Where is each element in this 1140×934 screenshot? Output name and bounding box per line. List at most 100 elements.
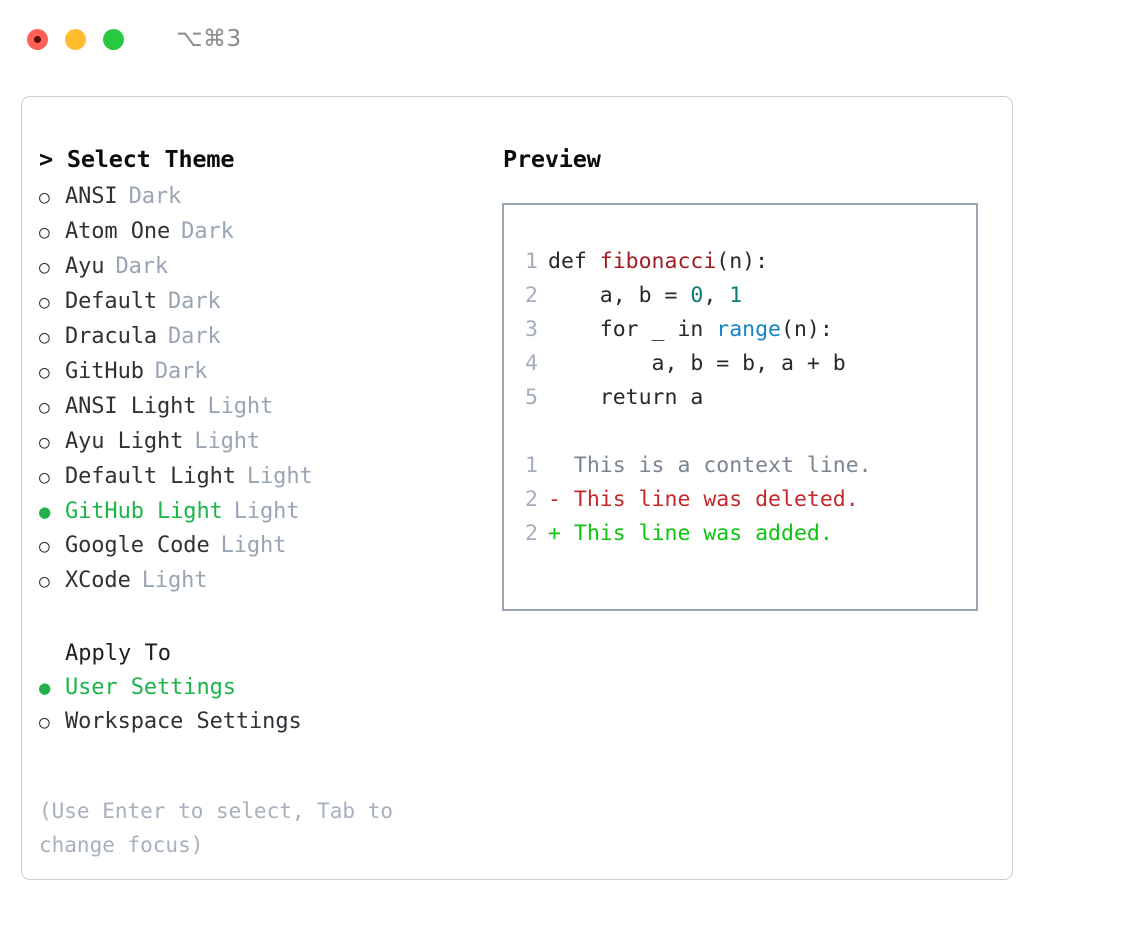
code-line-number: 2 bbox=[525, 283, 538, 308]
theme-option-tag: Dark bbox=[168, 289, 221, 314]
diff-sign: - bbox=[548, 487, 574, 512]
theme-option-label: Ayu Light bbox=[65, 429, 184, 454]
theme-option-tag: Dark bbox=[181, 219, 234, 244]
apply-to-option-label: Workspace Settings bbox=[65, 709, 302, 734]
theme-option-tag: Light bbox=[246, 464, 313, 489]
theme-option-label: Default Light bbox=[65, 464, 236, 489]
theme-option-label: Ayu bbox=[65, 254, 105, 279]
code-diff-spacer bbox=[504, 415, 976, 449]
code-line: 3 for _ in range(n): bbox=[504, 313, 976, 347]
title-bar: ⌥⌘3 bbox=[0, 0, 1140, 78]
diff-sign bbox=[548, 449, 574, 483]
keyboard-shortcut-label: ⌥⌘3 bbox=[176, 26, 242, 52]
code-token: a, b = b, a + b bbox=[548, 351, 846, 376]
theme-option-label: ANSI bbox=[65, 184, 118, 209]
diff-line-number: 2 bbox=[525, 487, 538, 512]
code-token: 0 bbox=[690, 283, 704, 308]
code-line-text: a, b = 0, 1 bbox=[548, 279, 742, 313]
diff-line-number: 1 bbox=[525, 453, 538, 478]
code-token: fibonacci bbox=[599, 249, 717, 274]
theme-option-ayu[interactable]: ○ Ayu Dark bbox=[39, 250, 502, 285]
diff-line-text: This line was added. bbox=[573, 521, 833, 546]
code-line-number: 5 bbox=[525, 385, 538, 410]
apply-to-option-user-settings[interactable]: ● User Settings bbox=[39, 671, 502, 705]
theme-option-tag: Light bbox=[141, 568, 208, 593]
code-line-number: 4 bbox=[525, 351, 538, 376]
radio-unselected-icon: ○ bbox=[39, 327, 50, 348]
maximize-button-icon[interactable] bbox=[103, 28, 124, 50]
diff-line-number: 2 bbox=[525, 521, 538, 546]
radio-unselected-icon: ○ bbox=[39, 712, 50, 733]
code-line-number: 3 bbox=[525, 317, 538, 342]
code-line-text: def fibonacci(n): bbox=[548, 245, 768, 279]
code-token: , bbox=[703, 283, 730, 308]
code-token: def bbox=[548, 249, 600, 274]
radio-unselected-icon: ○ bbox=[39, 397, 50, 418]
theme-option-label: GitHub Light bbox=[65, 499, 223, 524]
preview-title: Preview bbox=[503, 145, 601, 173]
theme-option-github[interactable]: ○ GitHub Dark bbox=[39, 355, 502, 390]
theme-option-tag: Light bbox=[233, 499, 300, 524]
radio-selected-icon: ● bbox=[39, 677, 51, 699]
code-line-number: 1 bbox=[525, 249, 538, 274]
keyboard-hint: (Use Enter to select, Tab to change focu… bbox=[39, 799, 394, 857]
close-button-icon[interactable] bbox=[27, 28, 48, 50]
apply-to-option-workspace-settings[interactable]: ○ Workspace Settings bbox=[39, 705, 502, 740]
theme-option-tag: Dark bbox=[115, 254, 169, 279]
theme-option-google-code[interactable]: ○ Google Code Light bbox=[39, 529, 502, 564]
theme-option-tag: Dark bbox=[154, 359, 208, 384]
code-line: 2 a, b = 0, 1 bbox=[504, 279, 976, 313]
diff-line: 1 This is a context line. bbox=[504, 449, 976, 483]
apply-to-heading: Apply To bbox=[65, 641, 171, 666]
theme-option-tag: Light bbox=[220, 533, 287, 558]
code-line-text: return a bbox=[548, 381, 704, 415]
code-token: a, b = bbox=[548, 283, 691, 308]
radio-unselected-icon: ○ bbox=[39, 432, 50, 453]
radio-unselected-icon: ○ bbox=[39, 292, 50, 313]
apply-to-option-label: User Settings bbox=[65, 675, 236, 700]
window-controls bbox=[27, 28, 124, 50]
code-token: (n): bbox=[716, 249, 769, 274]
radio-unselected-icon: ○ bbox=[39, 362, 50, 383]
theme-option-ayu-light[interactable]: ○ Ayu Light Light bbox=[39, 425, 502, 460]
theme-option-label: Google Code bbox=[65, 533, 210, 558]
minimize-button-icon[interactable] bbox=[65, 28, 86, 50]
radio-unselected-icon: ○ bbox=[39, 257, 50, 278]
code-line: 4 a, b = b, a + b bbox=[504, 347, 976, 381]
theme-option-tag: Light bbox=[194, 429, 261, 454]
theme-option-label: ANSI Light bbox=[65, 394, 197, 419]
theme-option-label: GitHub bbox=[65, 359, 144, 384]
radio-unselected-icon: ○ bbox=[39, 467, 50, 488]
diff-line: 2 + This line was added. bbox=[504, 517, 976, 551]
radio-unselected-icon: ○ bbox=[39, 536, 50, 557]
code-line: 1 def fibonacci(n): bbox=[504, 245, 976, 279]
radio-selected-icon: ● bbox=[39, 501, 51, 523]
radio-unselected-icon: ○ bbox=[39, 222, 50, 243]
theme-option-label: XCode bbox=[65, 568, 131, 593]
diff-sign: + bbox=[548, 521, 574, 546]
radio-unselected-icon: ○ bbox=[39, 187, 50, 208]
diff-line-text: This is a context line. bbox=[573, 453, 872, 478]
code-token: return a bbox=[548, 385, 704, 410]
code-line: 5 return a bbox=[504, 381, 976, 415]
close-icon-inner bbox=[34, 35, 41, 43]
theme-option-label: Dracula bbox=[65, 324, 158, 349]
code-token: range bbox=[716, 317, 782, 342]
code-line-text: a, b = b, a + b bbox=[548, 347, 846, 381]
code-token: 1 bbox=[729, 283, 743, 308]
code-token: for _ in bbox=[548, 317, 717, 342]
theme-option-default-light[interactable]: ○ Default Light Light bbox=[39, 460, 502, 495]
theme-option-github-light[interactable]: ● GitHub Light Light bbox=[39, 495, 502, 529]
